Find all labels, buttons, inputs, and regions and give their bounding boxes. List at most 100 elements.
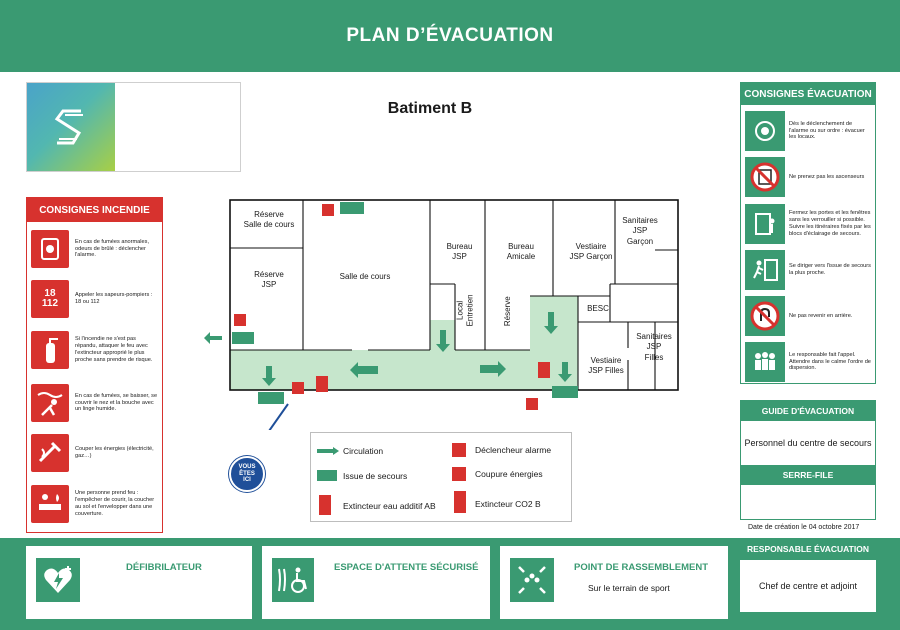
fire-instruction-text: Couper les énergies (électricité, gaz…) [75,446,154,459]
evacuation-instruction-text: Fermez les portes et les fenêtres sans l… [789,210,871,237]
fire-instruction-item: En cas de fumées, se baisser, se couvrir… [31,384,159,422]
fire-instruction-text: Une personne prend feu : l'empêcher de c… [75,490,155,517]
extinguisher-icon [31,331,69,369]
fire-instruction-text: En cas de fumées anormales, odeurs de br… [75,238,149,259]
exit-sign [258,392,284,404]
circulation-arrow [436,330,450,352]
room-label: Vestiaire JSP Filles [588,356,624,376]
extinguisher-marker [538,362,550,378]
circulation-arrow [558,362,572,382]
fire-equipment [234,204,550,410]
assembly-point-box: POINT DE RASSEMBLEMENT Sur le terrain de… [500,546,728,619]
room-label: Sanitaires JSP Filles [636,332,672,362]
evacuation-instruction-text: Ne prenez pas les ascenseurs [789,173,865,180]
legend-coupure: Coupure énergies [475,469,543,479]
evacuation-instruction-item: Fermez les portes et les fenêtres sans l… [745,204,873,244]
legend: Circulation Issue de secours Extincteur … [310,432,572,522]
alarm-trigger-icon [526,398,538,410]
defibrillator-title: DÉFIBRILATEUR [126,562,202,573]
phone-icon: 18 112 [31,280,69,318]
assembly-point-icon [510,558,554,602]
evacuation-instruction-item: Ne prenez pas les ascenseurs [745,157,873,197]
circulation-arrow [204,332,222,344]
waiting-area-box: ESPACE D'ATTENTE SÉCURISÉ [262,546,490,619]
fire-instruction-item: Couper les énergies (électricité, gaz…) [31,434,159,472]
room-label: Réserve Salle de cours [243,210,295,230]
fire-instruction-item: Une personne prend feu : l'empêcher de c… [31,485,159,523]
assembly-point-value: Sur le terrain de sport [588,583,670,593]
responsible-title: RESPONSABLE ÉVACUATION [746,544,869,554]
wheelchair-icon [272,558,314,602]
creation-date: Date de création le 04 octobre 2017 [748,524,860,531]
close-door-icon [745,204,785,244]
fire-instructions-panel: CONSIGNES INCENDIE En cas de fumées anor… [26,197,163,533]
emergency-exits [232,202,578,404]
room-label: Réserve JSP [254,270,284,290]
corridor [230,296,578,390]
legend-circulation: Circulation [343,446,384,456]
room-label: Local Entretien [455,294,475,327]
fire-instruction-item: En cas de fumées anormales, odeurs de br… [31,230,159,268]
room-label: Bureau JSP [446,242,473,262]
siren-icon [745,111,785,151]
waiting-area-title: ESPACE D'ATTENTE SÉCURISÉ [334,562,479,573]
alarm-trigger-icon [234,314,246,326]
building-name: Batiment B [387,100,473,117]
evacuation-instructions-title: CONSIGNES ÉVACUATION [741,83,875,105]
person-fire-icon [31,485,69,523]
guide-value: Personnel du centre de secours [744,438,872,448]
exit-icon [745,250,785,290]
room-label: Bureau Amicale [506,242,536,262]
you-are-here-marker: VOUS ÊTES ICI [229,456,265,492]
evacuation-instruction-item: Ne pas revenir en arrière. [745,296,873,336]
legend-alarme: Déclencheur alarme [475,445,552,455]
fire-instructions-title: CONSIGNES INCENDIE [27,198,162,222]
room-label: Sanitaires JSP Garçon [622,216,658,246]
exit-sign-icon [317,470,337,481]
exit-sign [552,386,578,398]
alarm-trigger-icon [452,443,466,457]
fire-instruction-text: En cas de fumées, se baisser, se couvrir… [75,392,158,413]
circulation-arrows [204,312,572,386]
evacuation-instruction-text: Le responsable fait l'appel. Attendre da… [789,351,871,372]
defibrillator-icon [36,558,80,602]
circulation-arrow [544,312,558,334]
circulation-arrow [350,362,378,378]
serre-file-value [741,485,875,519]
power-cut-icon [452,467,466,481]
evacuation-instructions-panel: CONSIGNES ÉVACUATION Dès le déclenchemen… [740,82,876,384]
alarm-button-icon [31,230,69,268]
smoke-crawl-icon [31,384,69,422]
exit-sign [232,332,254,344]
power-cut-icon [31,434,69,472]
evacuation-instruction-text: Dès le déclenchement de l'alarme ou sur … [789,120,865,141]
room-label: Réserve [502,296,512,327]
responsible-box: RESPONSABLE ÉVACUATION Chef de centre et… [740,538,876,628]
responsible-value: Chef de centre et adjoint [740,560,876,612]
evacuation-instruction-text: Ne pas revenir en arrière. [789,312,853,319]
footer: DÉFIBRILATEUR ESPACE D'ATTENTE SÉCURISÉ … [0,538,900,630]
assembly-point-title: POINT DE RASSEMBLEMENT [574,562,709,573]
legend-co2: Extincteur CO2 B [475,499,541,509]
group-icon [745,342,785,382]
guide-title: GUIDE D'ÉVACUATION [741,401,875,421]
no-return-icon [745,296,785,336]
no-elevator-icon [745,157,785,197]
room-label: Salle de cours [339,272,391,281]
evacuation-instruction-text: Se diriger vers l'issue de secours la pl… [789,263,871,276]
water-extinguisher-icon [319,495,331,515]
room-label: Vestiaire JSP Garçon [569,242,613,262]
logo-box [26,82,241,172]
floor-plan [204,199,679,430]
fire-instruction-text: Appeler les sapeurs-pompiers : 18 ou 112 [75,292,153,305]
fire-instruction-item: Si l'incendie ne s'est pas répandu, atta… [31,331,159,369]
circulation-arrow-icon [317,447,339,455]
circulation-arrow [262,366,276,386]
interior-walls [230,200,678,390]
serre-file-title: SERRE-FILE [741,465,875,485]
alarm-trigger-icon [322,204,334,216]
room-label: BESC [587,304,609,313]
guide-panel: GUIDE D'ÉVACUATION Personnel du centre d… [740,400,876,520]
evacuation-instruction-item: Dès le déclenchement de l'alarme ou sur … [745,111,873,151]
